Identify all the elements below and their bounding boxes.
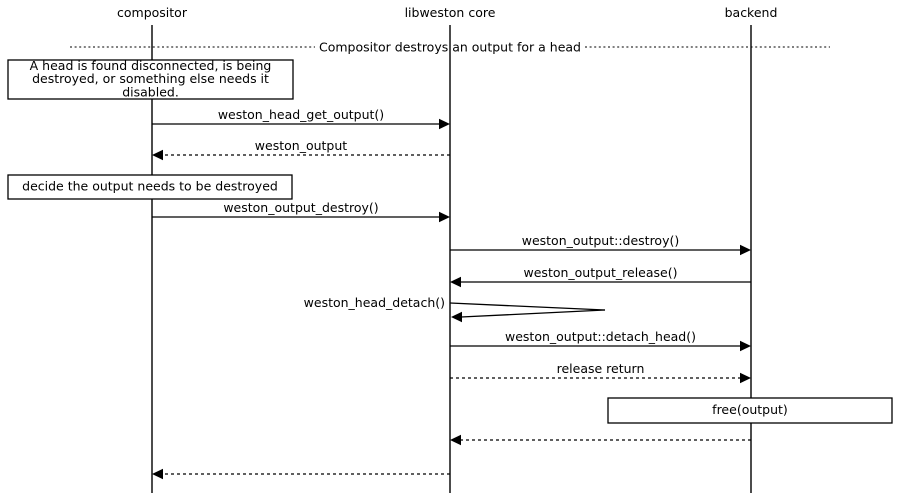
participant-label-compositor: compositor bbox=[117, 5, 188, 20]
arrowhead-msg-libweston-return bbox=[152, 468, 163, 480]
message-line-out-msg-weston-head-detach bbox=[449, 302, 606, 311]
message-msg-libweston-return bbox=[152, 468, 450, 480]
arrowhead-msg-weston-output-destroy-vfunc bbox=[740, 244, 751, 256]
note-text-note-head-disconnected-line-0: A head is found disconnected, is being bbox=[30, 58, 272, 73]
arrowhead-msg-weston-output-return bbox=[152, 149, 163, 161]
arrowhead-msg-weston-output-release bbox=[450, 276, 461, 288]
participant-label-backend: backend bbox=[725, 5, 778, 20]
message-msg-weston-output-return: weston_output bbox=[152, 138, 450, 161]
arrowhead-msg-weston-output-detach-head bbox=[740, 340, 751, 352]
arrowhead-msg-backend-return bbox=[450, 434, 461, 446]
message-msg-weston-head-get-output: weston_head_get_output() bbox=[152, 107, 450, 130]
message-label-msg-weston-head-get-output: weston_head_get_output() bbox=[218, 107, 384, 122]
note-text-note-free-output-line-0: free(output) bbox=[712, 402, 788, 417]
message-msg-release-return: release return bbox=[450, 361, 751, 384]
note-box-note-free-output bbox=[607, 397, 893, 424]
note-note-free-output: free(output) bbox=[607, 397, 893, 424]
message-label-msg-release-return: release return bbox=[557, 361, 645, 376]
arrowhead-msg-weston-head-detach bbox=[451, 311, 462, 323]
message-label-msg-weston-output-destroy-vfunc: weston_output::destroy() bbox=[522, 233, 680, 248]
note-text-note-head-disconnected-line-1: destroyed, or something else needs it bbox=[32, 71, 269, 86]
message-msg-weston-output-destroy-vfunc: weston_output::destroy() bbox=[450, 233, 751, 256]
message-label-msg-weston-output-destroy: weston_output_destroy() bbox=[223, 200, 378, 215]
note-text-note-decide-destroy-line-0: decide the output needs to be destroyed bbox=[22, 179, 278, 194]
arrowhead-msg-release-return bbox=[740, 372, 751, 384]
message-label-msg-weston-output-detach-head: weston_output::detach_head() bbox=[505, 329, 696, 344]
section-divider-group: Compositor destroys an output for a head bbox=[70, 40, 830, 55]
note-note-head-disconnected: A head is found disconnected, is beingde… bbox=[7, 58, 294, 100]
message-msg-weston-output-destroy: weston_output_destroy() bbox=[152, 200, 450, 223]
message-label-msg-weston-head-detach: weston_head_detach() bbox=[304, 295, 445, 310]
arrowhead-msg-weston-output-destroy bbox=[439, 211, 450, 223]
participant-label-libweston: libweston core bbox=[405, 5, 496, 20]
note-note-decide-destroy: decide the output needs to be destroyed bbox=[7, 174, 293, 200]
arrowhead-msg-weston-head-get-output bbox=[439, 118, 450, 130]
message-msg-backend-return bbox=[450, 434, 751, 446]
message-msg-weston-output-detach-head: weston_output::detach_head() bbox=[450, 329, 751, 352]
participant-headers-group: compositor libweston core backend bbox=[117, 5, 777, 20]
message-line-back-msg-weston-head-detach bbox=[460, 309, 606, 318]
message-label-msg-weston-output-return: weston_output bbox=[255, 138, 347, 153]
note-text-note-head-disconnected-line-2: disabled. bbox=[122, 84, 179, 99]
message-label-msg-weston-output-release: weston_output_release() bbox=[524, 265, 678, 280]
messages-group: weston_head_get_output() weston_outputwes… bbox=[152, 107, 751, 480]
message-msg-weston-output-release: weston_output_release() bbox=[450, 265, 751, 288]
section-divider-label: Compositor destroys an output for a head bbox=[319, 40, 581, 55]
note-box-note-head-disconnected bbox=[7, 59, 294, 100]
note-box-note-decide-destroy bbox=[7, 174, 293, 200]
message-msg-weston-head-detach: weston_head_detach() bbox=[304, 295, 606, 323]
notes-group: A head is found disconnected, is beingde… bbox=[7, 58, 893, 424]
